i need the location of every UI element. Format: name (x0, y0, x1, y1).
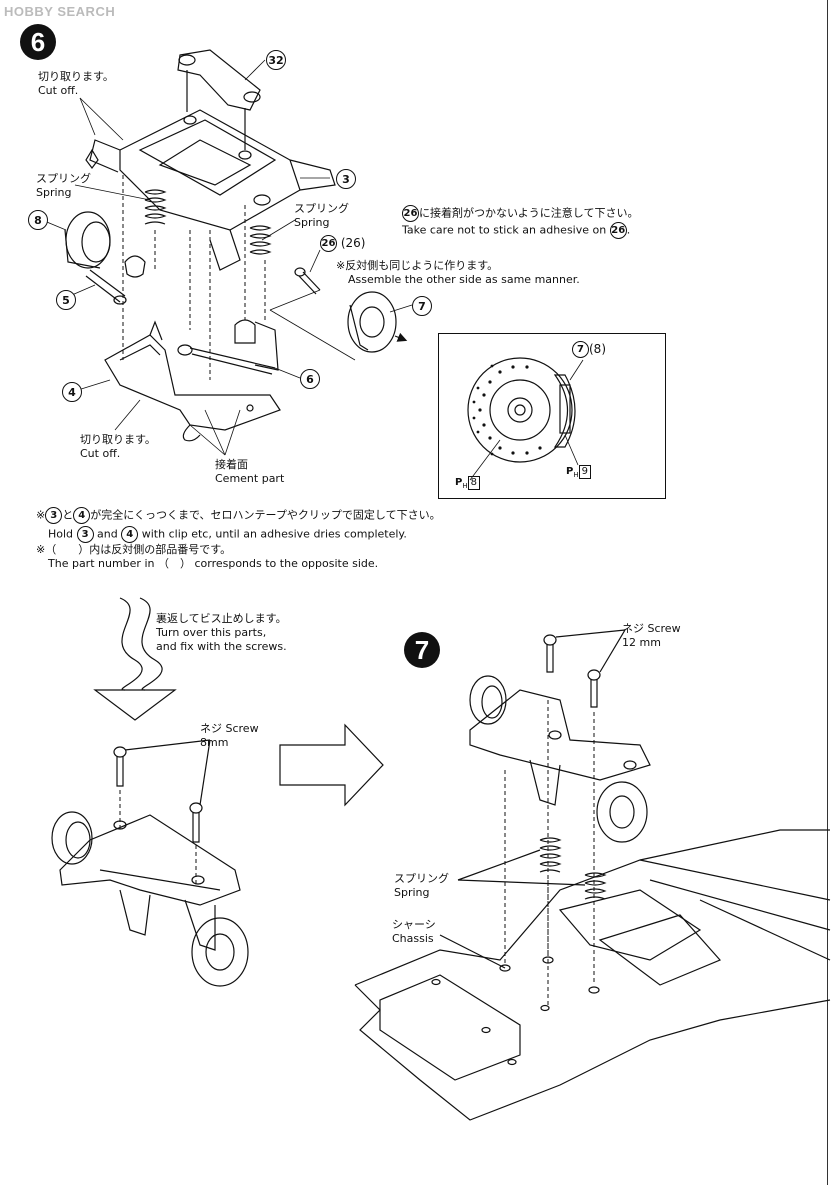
callout-part-8: 8 (28, 210, 48, 230)
screws-8mm (113, 739, 211, 843)
screws-12mm (543, 629, 626, 708)
right-arrow (279, 723, 384, 807)
part-8-knuckle (64, 211, 111, 269)
callout-part-26: 26 (26) (320, 235, 366, 252)
spring-mid (249, 225, 272, 255)
step-7-badge: 7 (404, 632, 440, 668)
part-4-lower-arm (104, 320, 281, 442)
callout-part-32: 32 (266, 50, 286, 70)
label-spring-left: スプリング Spring (36, 172, 91, 199)
callout-part-4: 4 (62, 382, 82, 402)
callout-part-5: 5 (56, 290, 76, 310)
part-32-plate (177, 49, 261, 150)
callout-part-7: 7 (412, 296, 432, 316)
part-5-shaft (85, 255, 146, 305)
label-spring-step7: スプリング Spring (394, 872, 449, 899)
label-turn-over: 裏返してビス止めします。 Turn over this parts, and f… (156, 612, 287, 653)
upper-arm-part (85, 109, 336, 271)
label-spring-mid: スプリング Spring (294, 202, 349, 229)
part-7-brake-disk (347, 291, 408, 353)
callout-part-6: 6 (300, 369, 320, 389)
inset-brake-disk (467, 357, 576, 463)
spring-left (144, 189, 167, 225)
callout-part-3: 3 (336, 169, 356, 189)
assembled-suspension-left (51, 811, 249, 987)
label-cutoff-top: 切り取ります。 Cut off. (38, 70, 114, 97)
springs-step7 (457, 837, 607, 900)
label-chassis: シャーシ Chassis (392, 918, 436, 945)
page-edge (827, 0, 828, 1185)
inset-callout-7: 7(8) (572, 341, 606, 358)
note-parenthesis: ※（ ）内は反対側の部品番号です。 The part number in （ ）… (36, 543, 379, 570)
label-cutoff-bottom: 切り取ります。 Cut off. (80, 433, 156, 460)
part-6-rod (177, 319, 279, 375)
label-screw-12mm: ネジ Screw 12 mm (622, 622, 681, 649)
turn-over-arrow (93, 597, 177, 721)
assembled-suspension-right (469, 675, 651, 843)
label-cement-part: 接着面 Cement part (215, 458, 285, 485)
note-other-side: ※反対側も同じように作ります。 Assemble the other side … (336, 259, 580, 286)
step-6-badge: 6 (20, 24, 56, 60)
label-screw-8mm: ネジ Screw 8mm (200, 722, 259, 749)
part-26-screw (294, 267, 321, 295)
watermark: HOBBY SEARCH (4, 4, 116, 19)
inset-brake-detail (438, 333, 666, 499)
chassis (354, 829, 831, 1121)
